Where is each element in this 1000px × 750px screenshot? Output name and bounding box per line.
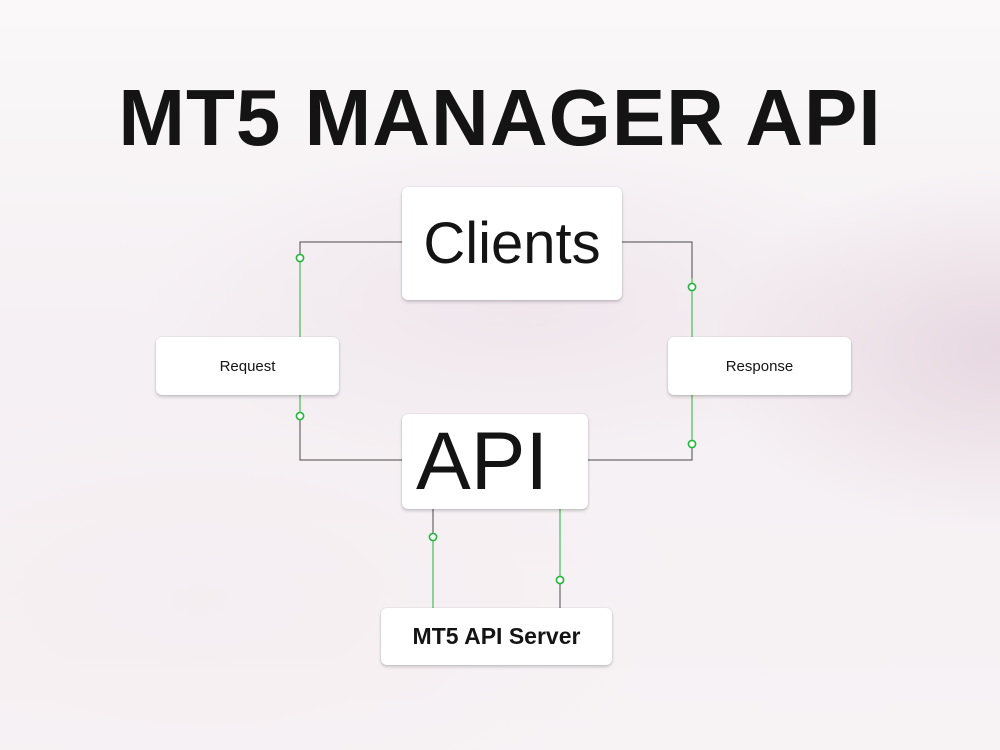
api-label: API (416, 415, 549, 507)
connector-request-api (299, 416, 402, 461)
api-node: API (402, 414, 588, 509)
response-node: Response (668, 337, 851, 395)
junction-dot (295, 253, 305, 263)
clients-label: Clients (423, 211, 601, 276)
request-node: Request (156, 337, 339, 395)
connector-clients-request (299, 241, 402, 258)
junction-dot (555, 575, 565, 585)
junction-dot (687, 439, 697, 449)
request-label: Request (219, 357, 276, 375)
diagram-title: MT5 MANAGER API (118, 73, 882, 162)
response-label: Response (725, 357, 794, 375)
clients-node: Clients (402, 187, 622, 300)
junction-dot (687, 282, 697, 292)
connector-clients-response (622, 241, 693, 337)
junction-dot (428, 532, 438, 542)
junction-dot (295, 411, 305, 421)
mt5-api-server-label: MT5 API Server (412, 623, 581, 649)
mt5-api-server-node: MT5 API Server (381, 608, 612, 665)
connector-response-api (588, 444, 693, 461)
